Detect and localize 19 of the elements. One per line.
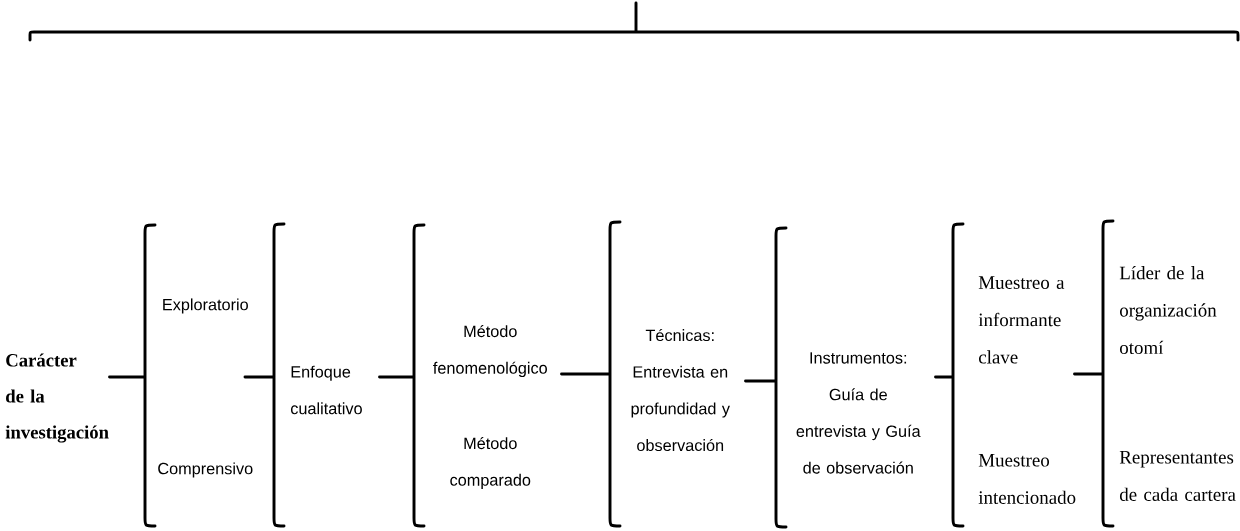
category-text: Representantes de cada cartera: [1119, 451, 1236, 501]
category-text: Enfoque cualitativo: [290, 365, 362, 415]
bracket-connector: [108, 223, 157, 528]
category-text: Carácter de la investigación: [5, 353, 109, 443]
bracket-connector: [934, 222, 965, 528]
category-text: Método comparado: [450, 437, 531, 489]
category-text: Método fenomenológico: [433, 325, 547, 377]
category-text: Líder de la organización otomí: [1119, 266, 1217, 354]
bracket-connector: [560, 220, 622, 528]
bracket-connector: [243, 222, 286, 528]
category-text: Muestreo a informante clave: [978, 276, 1065, 364]
bracket-connector: [1073, 219, 1115, 528]
category-text: Exploratorio: [163, 298, 248, 314]
category-text: Instrumentos: Guía de entrevista y Guía de observación: [796, 352, 921, 474]
category-text: Muestreo intencionado: [978, 454, 1076, 504]
category-text: Comprensivo: [158, 462, 253, 478]
category-text: Técnicas: Entrevista en profundidad y observación: [631, 328, 730, 452]
bracket-connector: [744, 226, 788, 529]
bracket-connector: [378, 223, 426, 528]
